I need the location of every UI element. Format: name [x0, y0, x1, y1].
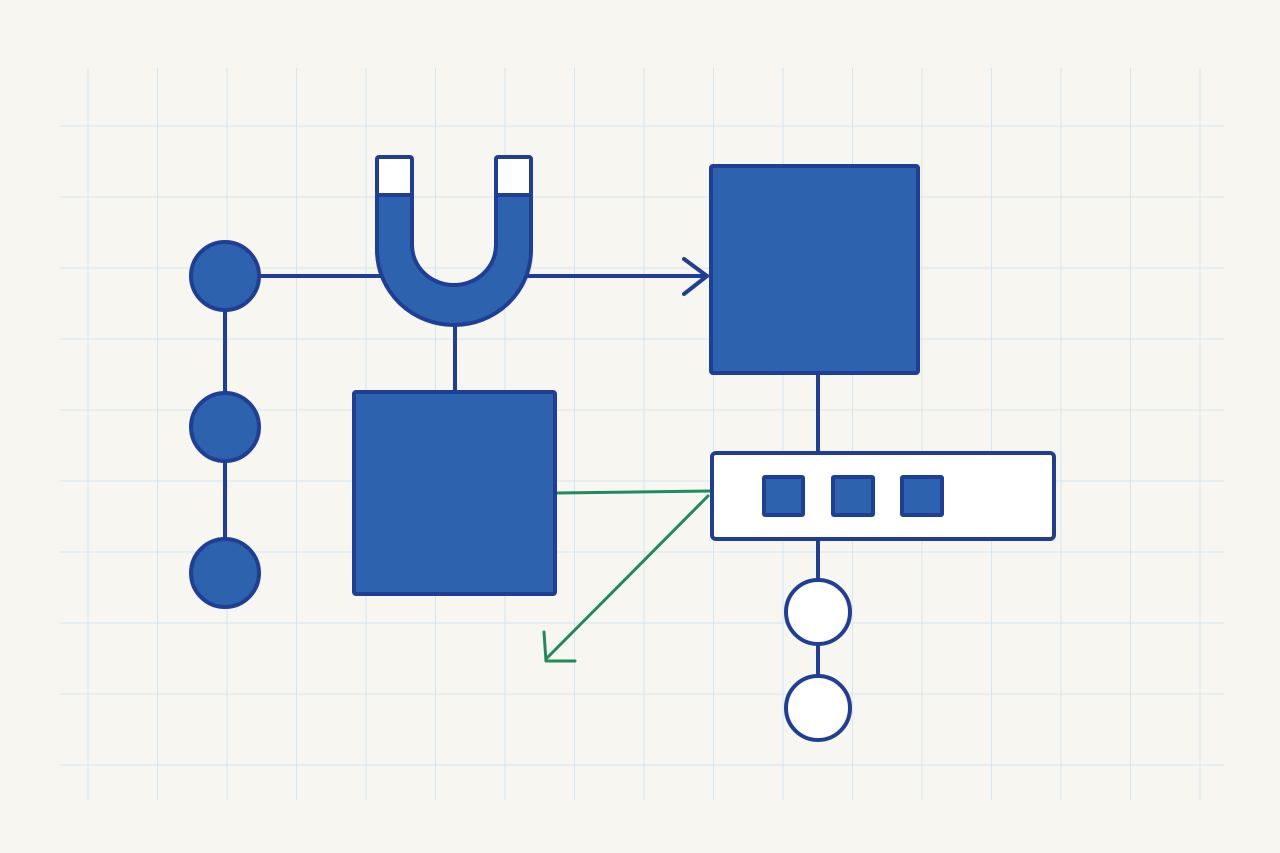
magnet-body	[375, 193, 533, 327]
arrowhead-diagonal	[542, 630, 577, 663]
bar-slot-2	[831, 475, 875, 517]
magnet-icon	[375, 155, 533, 327]
center-square	[352, 390, 557, 596]
magnet-pole-left	[375, 155, 414, 197]
left-circle-3	[189, 537, 261, 609]
bottom-circle-2	[784, 674, 852, 742]
arrowhead-right-square	[682, 257, 709, 296]
bottom-circle-1	[784, 578, 852, 646]
left-circle-2	[189, 391, 261, 463]
magnet-pole-right	[494, 155, 533, 197]
left-circle-1	[189, 240, 261, 312]
edge-center-square-to-bar	[554, 489, 712, 495]
grid-lines	[60, 68, 1224, 800]
edge-bar-diagonal-arrow	[544, 494, 710, 661]
right-square	[709, 164, 920, 375]
bar-container	[710, 451, 1056, 541]
bar-slot-1	[762, 475, 805, 517]
bar-slot-3	[900, 475, 944, 517]
